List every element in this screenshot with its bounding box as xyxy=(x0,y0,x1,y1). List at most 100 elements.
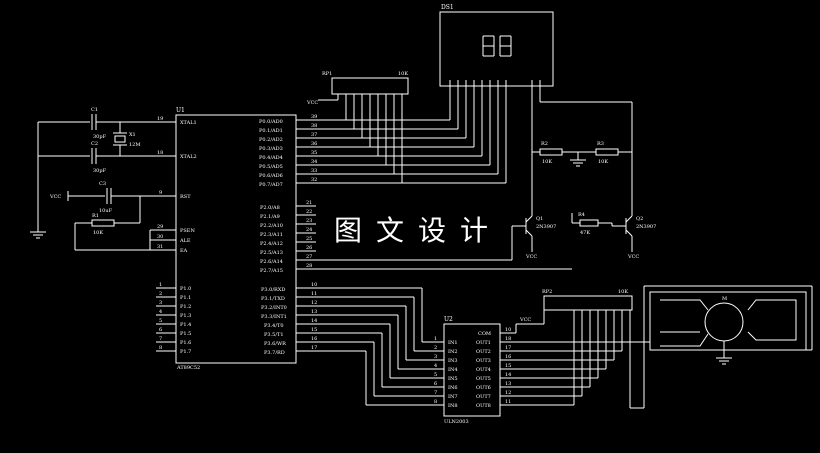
pin-name: IN1 xyxy=(448,340,458,346)
pin-num: 25 xyxy=(306,236,312,242)
capacitor-c2: C2 30pF xyxy=(91,141,107,174)
pin-name: XTAL1 xyxy=(180,120,197,126)
pin-name: P1.1 xyxy=(180,295,191,301)
transistor-q2: Q2 2N3907 VCC xyxy=(612,215,656,260)
c2-ref: C2 xyxy=(91,141,98,147)
pin-num: 13 xyxy=(311,309,317,315)
pin-name: IN2 xyxy=(448,349,458,355)
pin-num: 38 xyxy=(311,123,317,129)
pin-num: 2 xyxy=(159,291,162,297)
pin-num: 21 xyxy=(306,200,312,206)
pin-num: 12 xyxy=(505,390,511,396)
capacitor-c1: C1 30pF xyxy=(91,107,107,140)
c1-ref: C1 xyxy=(91,107,98,113)
pin-name: IN6 xyxy=(448,385,458,391)
pin-name: PSEN xyxy=(180,228,195,234)
mcu-ref: U1 xyxy=(176,107,185,114)
pin-num: 28 xyxy=(306,263,312,269)
q1-ref: Q1 xyxy=(536,216,543,222)
r2-ref: R2 xyxy=(541,141,548,147)
pin-name: OUT2 xyxy=(476,349,491,355)
pin-name: P0.1/AD1 xyxy=(259,128,283,134)
pin-name: P3.1/TXD xyxy=(261,296,285,302)
pin-name: P1.7 xyxy=(180,349,191,355)
pin-name: P3.5/T1 xyxy=(264,332,284,338)
pin-num: 1 xyxy=(159,282,162,288)
pin-num: 33 xyxy=(311,168,317,174)
pin-name: P1.4 xyxy=(180,322,191,328)
pin-num: 7 xyxy=(434,390,437,396)
capacitor-c3: C3 10uF xyxy=(99,181,113,214)
r1-ref: R1 xyxy=(92,213,99,219)
pin-num: 18 xyxy=(505,336,511,342)
c2-value: 30pF xyxy=(93,168,107,174)
pin-name: P0.6/AD6 xyxy=(259,173,283,179)
resistor-r3: R3 10K xyxy=(595,141,619,165)
pin-num: 15 xyxy=(311,327,317,333)
mcu-u1: U1 AT89C52 19 XTAL1 18 XTAL2 9 RST 29 PS… xyxy=(140,107,322,371)
pin-num: 16 xyxy=(505,354,511,360)
pin-name: P0.3/AD3 xyxy=(259,146,283,152)
pin-num: 9 xyxy=(159,190,162,196)
pin-name: P2.1/A9 xyxy=(260,214,280,220)
pin-num: 30 xyxy=(157,234,163,240)
bias-resistors: R2 10K R3 10K xyxy=(532,141,632,167)
pin-name: P2.7/A15 xyxy=(260,268,283,274)
pin-num: 18 xyxy=(157,150,163,156)
crystal-x1: X1 12M xyxy=(113,122,140,156)
pin-name: RST xyxy=(180,194,191,200)
pin-num: 27 xyxy=(306,254,312,260)
pin-name: P1.6 xyxy=(180,340,191,346)
pin-name: P0.5/AD5 xyxy=(259,164,283,170)
pin-num: 34 xyxy=(311,159,317,165)
pin-num: 22 xyxy=(306,209,312,215)
pin-num: 31 xyxy=(157,244,163,250)
pin-name: P0.7/AD7 xyxy=(259,182,283,188)
digit-2 xyxy=(499,35,512,57)
mcu-body xyxy=(175,114,297,364)
pin-name: P3.3/INT1 xyxy=(261,314,287,320)
r2-value: 10K xyxy=(542,159,552,165)
pin-name: P2.2/A10 xyxy=(260,223,283,229)
pin-name: OUT5 xyxy=(476,376,491,382)
pin-name: OUT8 xyxy=(476,403,491,409)
pin-name: P0.4/AD4 xyxy=(259,155,283,161)
r4-value: 47K xyxy=(580,230,590,236)
pin-num: 16 xyxy=(311,336,317,342)
x1-ref: X1 xyxy=(129,132,136,138)
pin-name: P2.3/A11 xyxy=(260,232,283,238)
pin-name: P1.5 xyxy=(180,331,191,337)
mcu-part: AT89C52 xyxy=(176,365,200,371)
pin-name: P3.0/RXD xyxy=(261,287,285,293)
pin-num: 7 xyxy=(159,336,162,342)
pin-name: P2.6/A14 xyxy=(260,259,283,265)
pin-name: IN8 xyxy=(448,403,458,409)
pin-num: 29 xyxy=(157,224,163,230)
pin-name: P3.4/T0 xyxy=(264,323,284,329)
pin-num: 14 xyxy=(505,372,511,378)
r4-ref: R4 xyxy=(578,212,585,218)
q2-part: 2N3907 xyxy=(636,224,656,230)
pin-num: 39 xyxy=(311,114,317,120)
pin-name: P3.7/RD xyxy=(264,350,285,356)
pin-num: 24 xyxy=(306,227,312,233)
r3-value: 10K xyxy=(598,159,608,165)
pin-num: 26 xyxy=(306,245,312,251)
pin-name: P3.6/WR xyxy=(264,341,286,347)
c1-value: 30pF xyxy=(93,134,107,140)
vcc-label: VCC xyxy=(627,254,639,260)
pin-name: P1.3 xyxy=(180,313,191,319)
port3-bus xyxy=(322,287,444,406)
digit-select-wires xyxy=(531,86,633,216)
pin-name: IN4 xyxy=(448,367,458,373)
stepper-motor: M xyxy=(629,285,813,409)
pin-num: 15 xyxy=(505,363,511,369)
pin-num: 14 xyxy=(311,318,317,324)
pin-num: 17 xyxy=(311,345,317,351)
ground-symbol xyxy=(30,231,46,239)
rp1-value: 10K xyxy=(398,71,408,77)
pin-name: XTAL2 xyxy=(180,154,197,160)
